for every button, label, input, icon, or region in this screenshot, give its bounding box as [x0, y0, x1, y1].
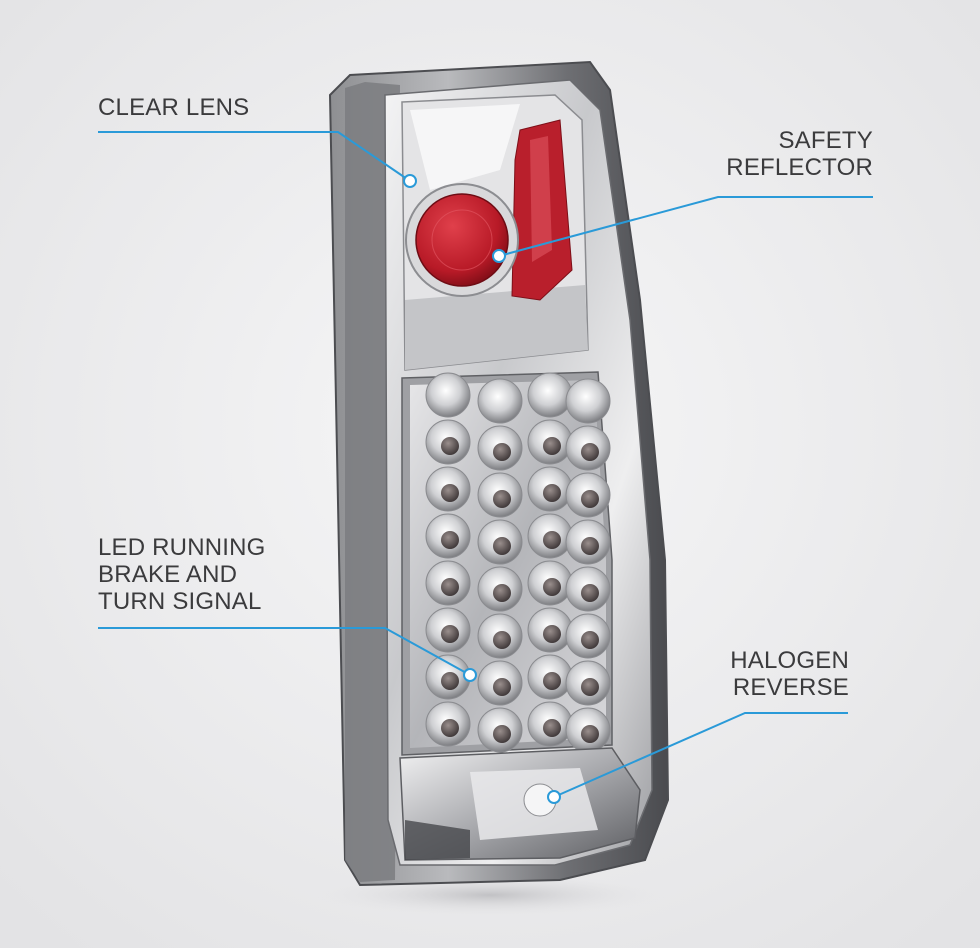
led-bulb: [441, 437, 459, 455]
led-bulb: [543, 484, 561, 502]
led-bulb: [581, 678, 599, 696]
led-bulb: [581, 443, 599, 461]
led-bulb: [493, 537, 511, 555]
callout-dot-clear-lens: [403, 174, 417, 188]
reverse-light-dark: [405, 820, 470, 860]
callout-label-halogen-reverse: HALOGEN REVERSE: [730, 647, 849, 701]
callout-label-led-running: LED RUNNING BRAKE AND TURN SIGNAL: [98, 534, 266, 615]
led-bulb: [441, 484, 459, 502]
callout-line-halogen: [553, 712, 848, 798]
tail-light: [328, 60, 670, 887]
led-reflector-cup: [477, 378, 523, 424]
red-reflector-highlight: [530, 136, 552, 262]
led-bulb: [581, 537, 599, 555]
led-bulb: [543, 437, 561, 455]
led-bulb: [581, 631, 599, 649]
reflector-cavity-shade: [410, 104, 520, 190]
callout-dots: [403, 174, 561, 804]
callout-label-clear-lens: CLEAR LENS: [98, 94, 250, 121]
led-bulb: [493, 490, 511, 508]
led-bulb: [493, 631, 511, 649]
safety-reflector-inner: [431, 209, 493, 271]
led-bulb: [441, 625, 459, 643]
safety-reflector-lens: [415, 193, 509, 287]
led-bulb: [543, 672, 561, 690]
led-bulb: [441, 672, 459, 690]
led-bulb: [581, 725, 599, 743]
led-bulb: [441, 578, 459, 596]
led-bulb: [581, 584, 599, 602]
led-bulb: [543, 625, 561, 643]
callouts: [98, 131, 873, 798]
callout-line-safety-reflector: [498, 196, 873, 257]
led-bulb: [493, 443, 511, 461]
led-bulb: [543, 531, 561, 549]
callout-dot-led: [463, 668, 477, 682]
led-bulb: [581, 490, 599, 508]
led-reflector-cup: [425, 372, 471, 418]
led-bulb: [543, 719, 561, 737]
led-bulb: [441, 531, 459, 549]
led-bulb: [493, 678, 511, 696]
led-bulb: [493, 584, 511, 602]
led-bulb: [543, 578, 561, 596]
callout-line-led: [98, 627, 471, 676]
callout-dot-halogen: [547, 790, 561, 804]
callout-label-safety-reflector: SAFETY REFLECTOR: [726, 127, 873, 181]
led-bulb: [441, 719, 459, 737]
led-reflector-cup: [565, 378, 611, 424]
reflector-cavity-lower: [405, 285, 588, 370]
callout-dot-safety-reflector: [492, 249, 506, 263]
led-reflector-cup: [527, 372, 573, 418]
led-grid: [425, 372, 611, 753]
callout-line-clear-lens: [98, 131, 411, 182]
led-bulb: [493, 725, 511, 743]
